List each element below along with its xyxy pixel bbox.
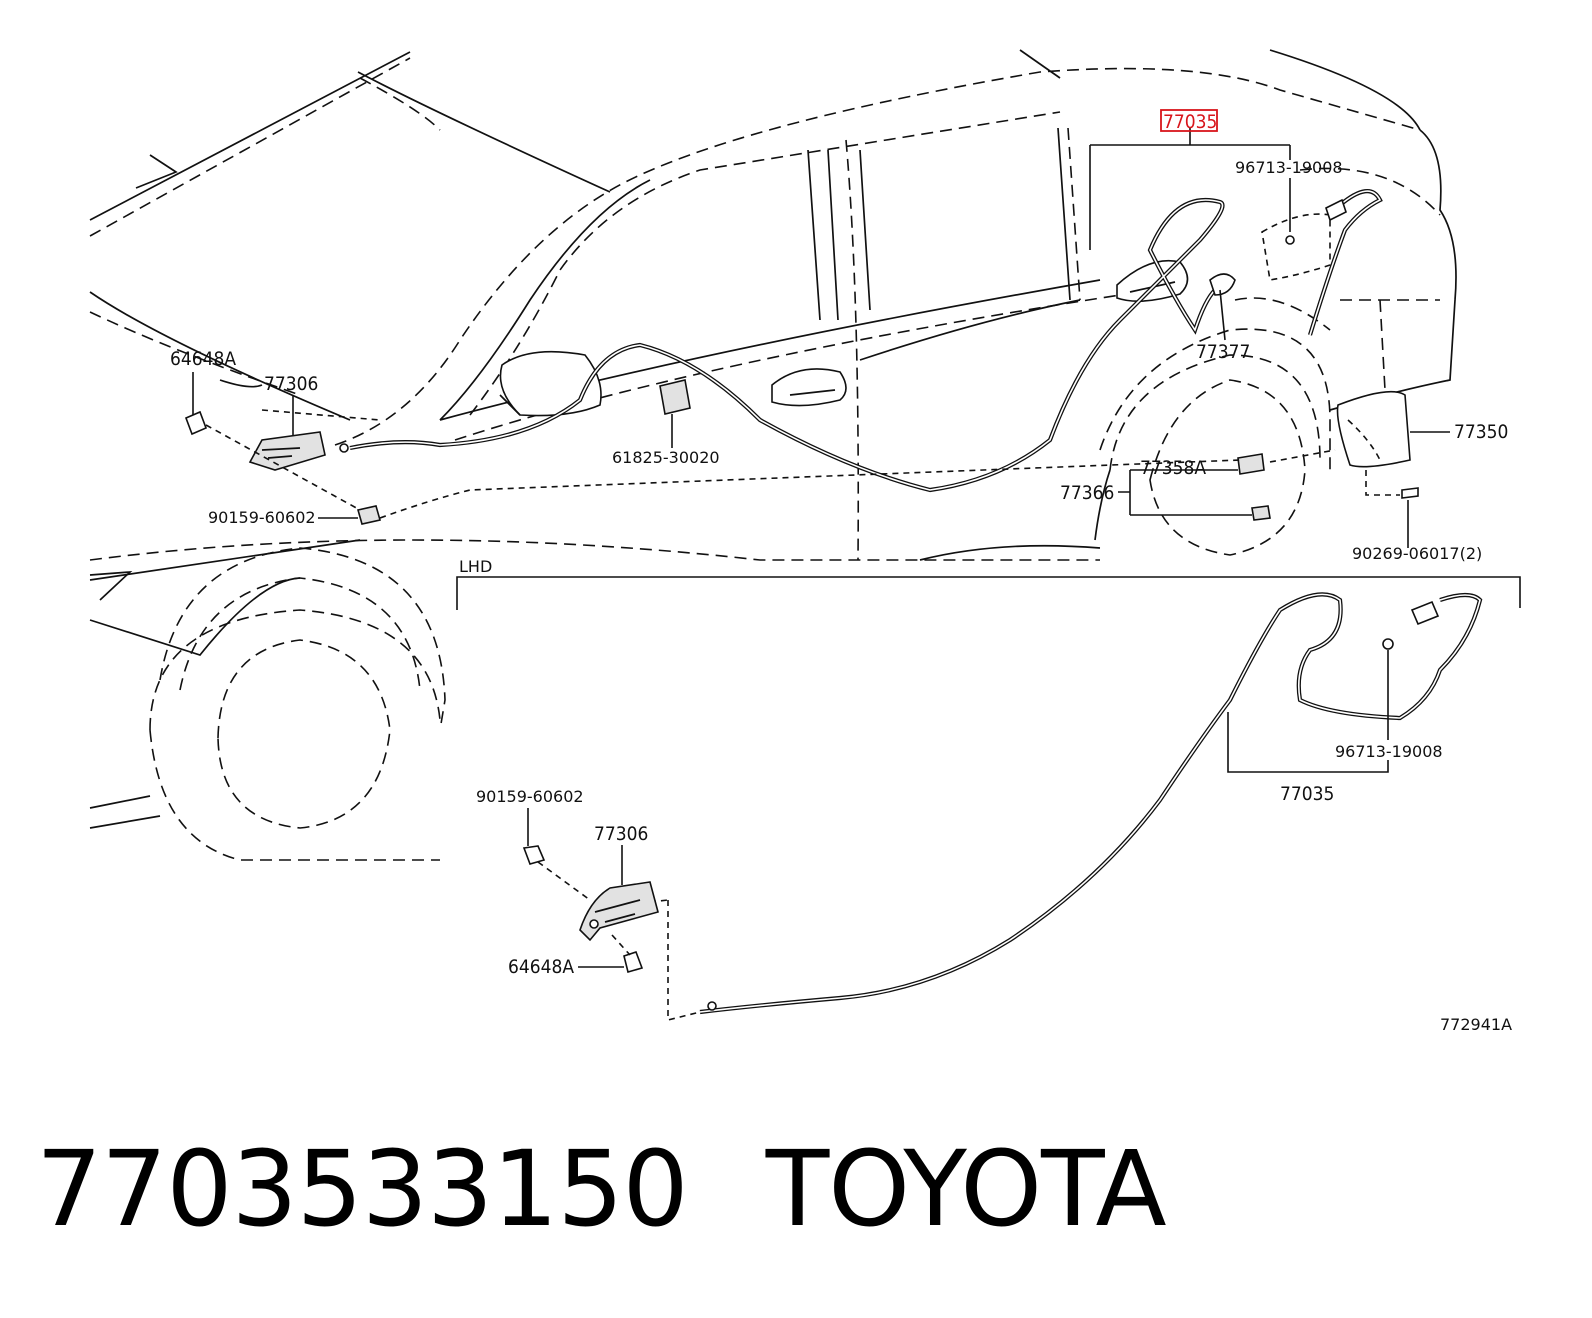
callout-77358a: 77358A (1140, 457, 1206, 479)
callout-90159-top: 90159-60602 (208, 508, 316, 527)
callout-77035-bottom: 77035 (1280, 783, 1334, 805)
callout-64648a-bottom: 64648A (508, 956, 574, 978)
callout-90269: 90269-06017(2) (1352, 544, 1482, 563)
callout-77306-bottom: 77306 (594, 823, 648, 845)
callout-64648a-top: 64648A (170, 348, 236, 370)
callout-77377: 77377 (1196, 341, 1250, 363)
upper-leader-lines (192, 128, 1450, 548)
callout-90159-bottom: 90159-60602 (476, 787, 584, 806)
callout-77306-top: 77306 (264, 373, 318, 395)
lhd-variant (456, 576, 1521, 1022)
part-footer: 7703533150 TOYOTA (36, 1128, 1167, 1250)
fuel-lid-cable-upper (349, 189, 1383, 493)
callout-96713-top: 96713-19008 (1235, 158, 1343, 177)
brand-name: TOYOTA (765, 1128, 1167, 1250)
reference-code: 772941A (1440, 1015, 1512, 1034)
lhd-label: LHD (459, 557, 492, 576)
callout-61825: 61825-30020 (612, 448, 720, 467)
car-body-outline (89, 49, 1457, 861)
upper-small-parts (184, 198, 1419, 525)
callout-77366: 77366 (1060, 482, 1114, 504)
part-number: 7703533150 (36, 1128, 689, 1250)
callout-77350: 77350 (1454, 421, 1508, 443)
callout-96713-bottom: 96713-19008 (1335, 742, 1443, 761)
callout-77035-top: 77035 (1163, 111, 1217, 133)
highlight-box-77035 (1160, 109, 1218, 132)
